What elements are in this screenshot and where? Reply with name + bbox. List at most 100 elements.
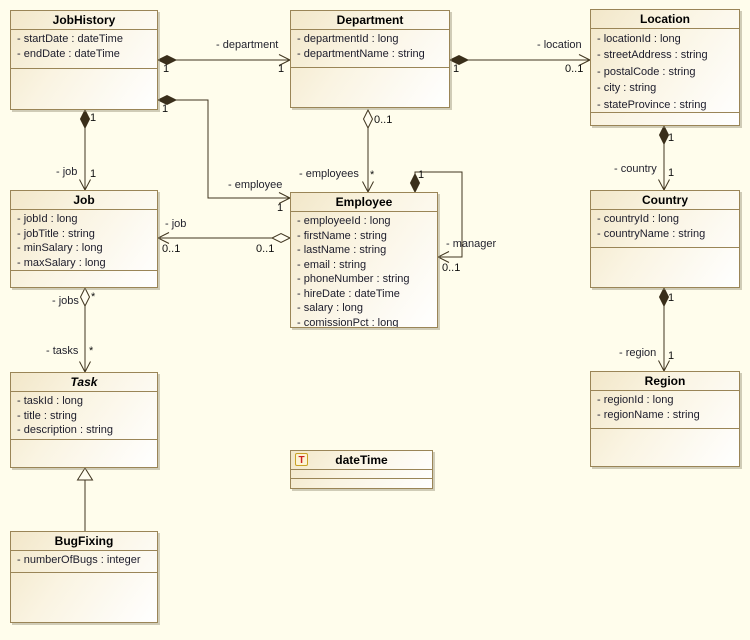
class-bugfixing[interactable]: BugFixing - numberOfBugs : integer [10, 531, 158, 623]
edge-label-jobs[interactable]: - jobs [52, 295, 79, 307]
mult-employee-job-source[interactable]: 0..1 [256, 243, 275, 255]
attributes-compartment: - taskId : long - title : string - descr… [11, 392, 157, 440]
attribute[interactable]: - jobTitle : string [17, 227, 95, 240]
mult-country-region-source[interactable]: 1 [668, 292, 675, 304]
edge-jobhistory-job[interactable] [79, 108, 91, 192]
edge-employee-manager-self[interactable] [409, 171, 463, 263]
attribute[interactable]: - maxSalary : long [17, 256, 106, 269]
attribute[interactable]: - countryId : long [597, 213, 679, 225]
operations-compartment [11, 271, 157, 287]
edge-label-emp-job[interactable]: - job [165, 218, 187, 230]
type-icon: T [295, 453, 308, 466]
attribute[interactable]: - startDate : dateTime [17, 33, 123, 45]
attribute[interactable]: - countryName : string [597, 227, 706, 240]
mult-employee-manager-source[interactable]: 1 [418, 169, 425, 181]
attribute[interactable]: - email : string [297, 258, 367, 271]
edge-department-location[interactable] [448, 54, 592, 66]
edge-label-employees[interactable]: - employees [299, 168, 359, 180]
class-employee-title[interactable]: Employee [291, 193, 437, 212]
edge-label-department[interactable]: - department [216, 39, 279, 51]
class-datetime[interactable]: T dateTime [290, 450, 433, 489]
class-task[interactable]: Task - taskId : long - title : string - … [10, 372, 158, 468]
attribute[interactable]: - employeeId : long [297, 215, 391, 227]
mult-department-employees-source[interactable]: 0..1 [374, 114, 393, 126]
edge-bugfixing-task-generalization[interactable] [76, 467, 94, 531]
mult-jobhistory-job-target[interactable]: 1 [90, 168, 97, 180]
mult-department-employees-target[interactable]: * [370, 169, 375, 181]
mult-job-task-source[interactable]: * [91, 291, 96, 303]
attribute[interactable]: - regionId : long [597, 394, 674, 406]
attribute[interactable]: - regionName : string [597, 408, 700, 421]
attribute[interactable]: - jobId : long [17, 213, 78, 225]
class-jobhistory-title[interactable]: JobHistory [11, 11, 157, 30]
attribute[interactable]: - title : string [17, 409, 77, 422]
operations-compartment [591, 429, 739, 466]
attribute[interactable]: - taskId : long [17, 395, 84, 407]
attribute[interactable]: - lastName : string [297, 244, 387, 256]
attribute[interactable]: - description : string [17, 424, 113, 436]
edge-employee-job[interactable] [156, 232, 292, 244]
mult-department-location-target[interactable]: 0..1 [565, 63, 584, 75]
attribute[interactable]: - departmentId : long [297, 33, 399, 45]
mult-jobhistory-employee-target[interactable]: 1 [277, 202, 284, 214]
attribute[interactable]: - minSalary : long [17, 242, 103, 254]
edge-label-country[interactable]: - country [614, 163, 657, 175]
edge-job-task[interactable] [79, 286, 91, 374]
attribute[interactable]: - departmentName : string [297, 47, 425, 60]
attributes-compartment: - departmentId : long - departmentName :… [291, 30, 449, 68]
mult-jobhistory-department-source[interactable]: 1 [163, 63, 170, 75]
attribute[interactable]: - numberOfBugs : integer [17, 554, 141, 566]
mult-jobhistory-job-source[interactable]: 1 [90, 112, 97, 124]
class-job[interactable]: Job - jobId : long - jobTitle : string -… [10, 190, 158, 288]
mult-employee-job-target[interactable]: 0..1 [162, 243, 181, 255]
class-jobhistory[interactable]: JobHistory - startDate : dateTime - endD… [10, 10, 158, 110]
class-datetime-title[interactable]: T dateTime [291, 451, 432, 470]
class-region-title[interactable]: Region [591, 372, 739, 391]
edge-label-region[interactable]: - region [619, 347, 657, 359]
attribute[interactable]: - comissionPct : long [297, 316, 399, 328]
class-employee[interactable]: Employee - employeeId : long - firstName… [290, 192, 438, 328]
attribute[interactable]: - postalCode : string [597, 65, 696, 78]
edge-country-region[interactable] [658, 286, 670, 373]
edge-location-country[interactable] [658, 124, 670, 192]
attribute[interactable]: - city : string [597, 82, 657, 95]
attribute[interactable]: - firstName : string [297, 229, 387, 242]
class-country-title[interactable]: Country [591, 191, 739, 210]
mult-country-region-target[interactable]: 1 [668, 350, 675, 362]
mult-jobhistory-department-target[interactable]: 1 [278, 63, 285, 75]
mult-location-country-target[interactable]: 1 [668, 167, 675, 179]
edge-label-employee[interactable]: - employee [228, 179, 283, 191]
edge-label-job[interactable]: - job [56, 166, 78, 178]
operations-compartment [11, 573, 157, 622]
edge-label-location[interactable]: - location [537, 39, 582, 51]
class-department-title[interactable]: Department [291, 11, 449, 30]
attribute[interactable]: - streetAddress : string [597, 49, 708, 62]
mult-job-task-target[interactable]: * [89, 345, 94, 357]
mult-jobhistory-employee-source[interactable]: 1 [162, 103, 169, 115]
operations-compartment [291, 479, 432, 488]
attributes-compartment: - employeeId : long - firstName : string… [291, 212, 437, 327]
edge-label-manager[interactable]: - manager [446, 238, 497, 250]
class-job-title[interactable]: Job [11, 191, 157, 210]
edge-label-tasks[interactable]: - tasks [46, 345, 79, 357]
class-location-title[interactable]: Location [591, 10, 739, 29]
edge-department-employees[interactable] [362, 108, 374, 194]
attribute[interactable]: - stateProvince : string [597, 98, 707, 111]
attribute[interactable]: - salary : long [297, 302, 364, 314]
mult-department-location-source[interactable]: 1 [453, 63, 460, 75]
class-region[interactable]: Region - regionId : long - regionName : … [590, 371, 740, 467]
class-department[interactable]: Department - departmentId : long - depar… [290, 10, 450, 108]
attribute[interactable]: - phoneNumber : string [297, 273, 410, 285]
class-location[interactable]: Location - locationId : long - streetAdd… [590, 9, 740, 126]
class-bugfixing-title[interactable]: BugFixing [11, 532, 157, 551]
class-task-title[interactable]: Task [11, 373, 157, 392]
attribute[interactable]: - hireDate : dateTime [297, 287, 400, 300]
edge-jobhistory-department[interactable] [156, 54, 292, 66]
mult-location-country-source[interactable]: 1 [668, 132, 675, 144]
attribute[interactable]: - endDate : dateTime [17, 47, 120, 60]
attributes-compartment: - countryId : long - countryName : strin… [591, 210, 739, 248]
mult-employee-manager-target[interactable]: 0..1 [442, 262, 461, 274]
class-country[interactable]: Country - countryId : long - countryName… [590, 190, 740, 288]
attribute[interactable]: - locationId : long [597, 33, 681, 45]
